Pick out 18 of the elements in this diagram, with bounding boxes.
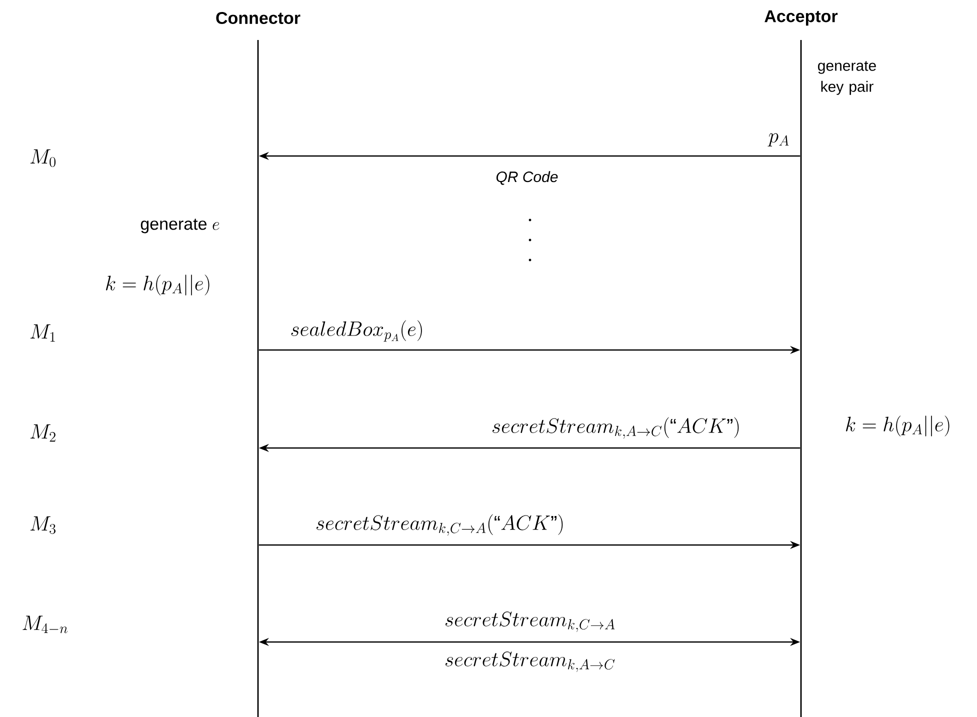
- formula-label: $secretStream_{k,A\rightarrow C}$: [446, 652, 615, 672]
- note-text: generate key pair: [818, 61, 876, 95]
- formula-label: $M_0$: [30, 149, 56, 167]
- edge-label: $p_A$: [768, 133, 789, 146]
- note-text: QR Code: [496, 171, 558, 185]
- formula-label: $M_2$: [30, 424, 56, 442]
- edge-label: $secretStream_{k,A\rightarrow C}(\mbox{``}ACK\mbox{''})$: [492, 417, 739, 439]
- edge-label: $secretStream_{k,C\rightarrow A}$: [446, 612, 615, 632]
- formula-label: $k = h(p_A||e)$: [106, 274, 210, 296]
- participant-label: Acceptor: [764, 10, 838, 26]
- formula-label: $k = h(p_A||e)$: [846, 416, 950, 436]
- formula-label: $\mbox{generate }e$: [140, 218, 220, 234]
- formula-label: $M_1$: [30, 324, 55, 342]
- formula-label: $M_{4-n}$: [22, 616, 68, 634]
- formula-label: $M_3$: [30, 516, 56, 534]
- edge-label: $secretStream_{k,C\rightarrow A}(\mbox{``}ACK\mbox{''})$: [316, 514, 563, 536]
- participant-label: Connector: [216, 12, 300, 24]
- edge-label: $sealedBox_{p_A}(e)$: [291, 320, 422, 342]
